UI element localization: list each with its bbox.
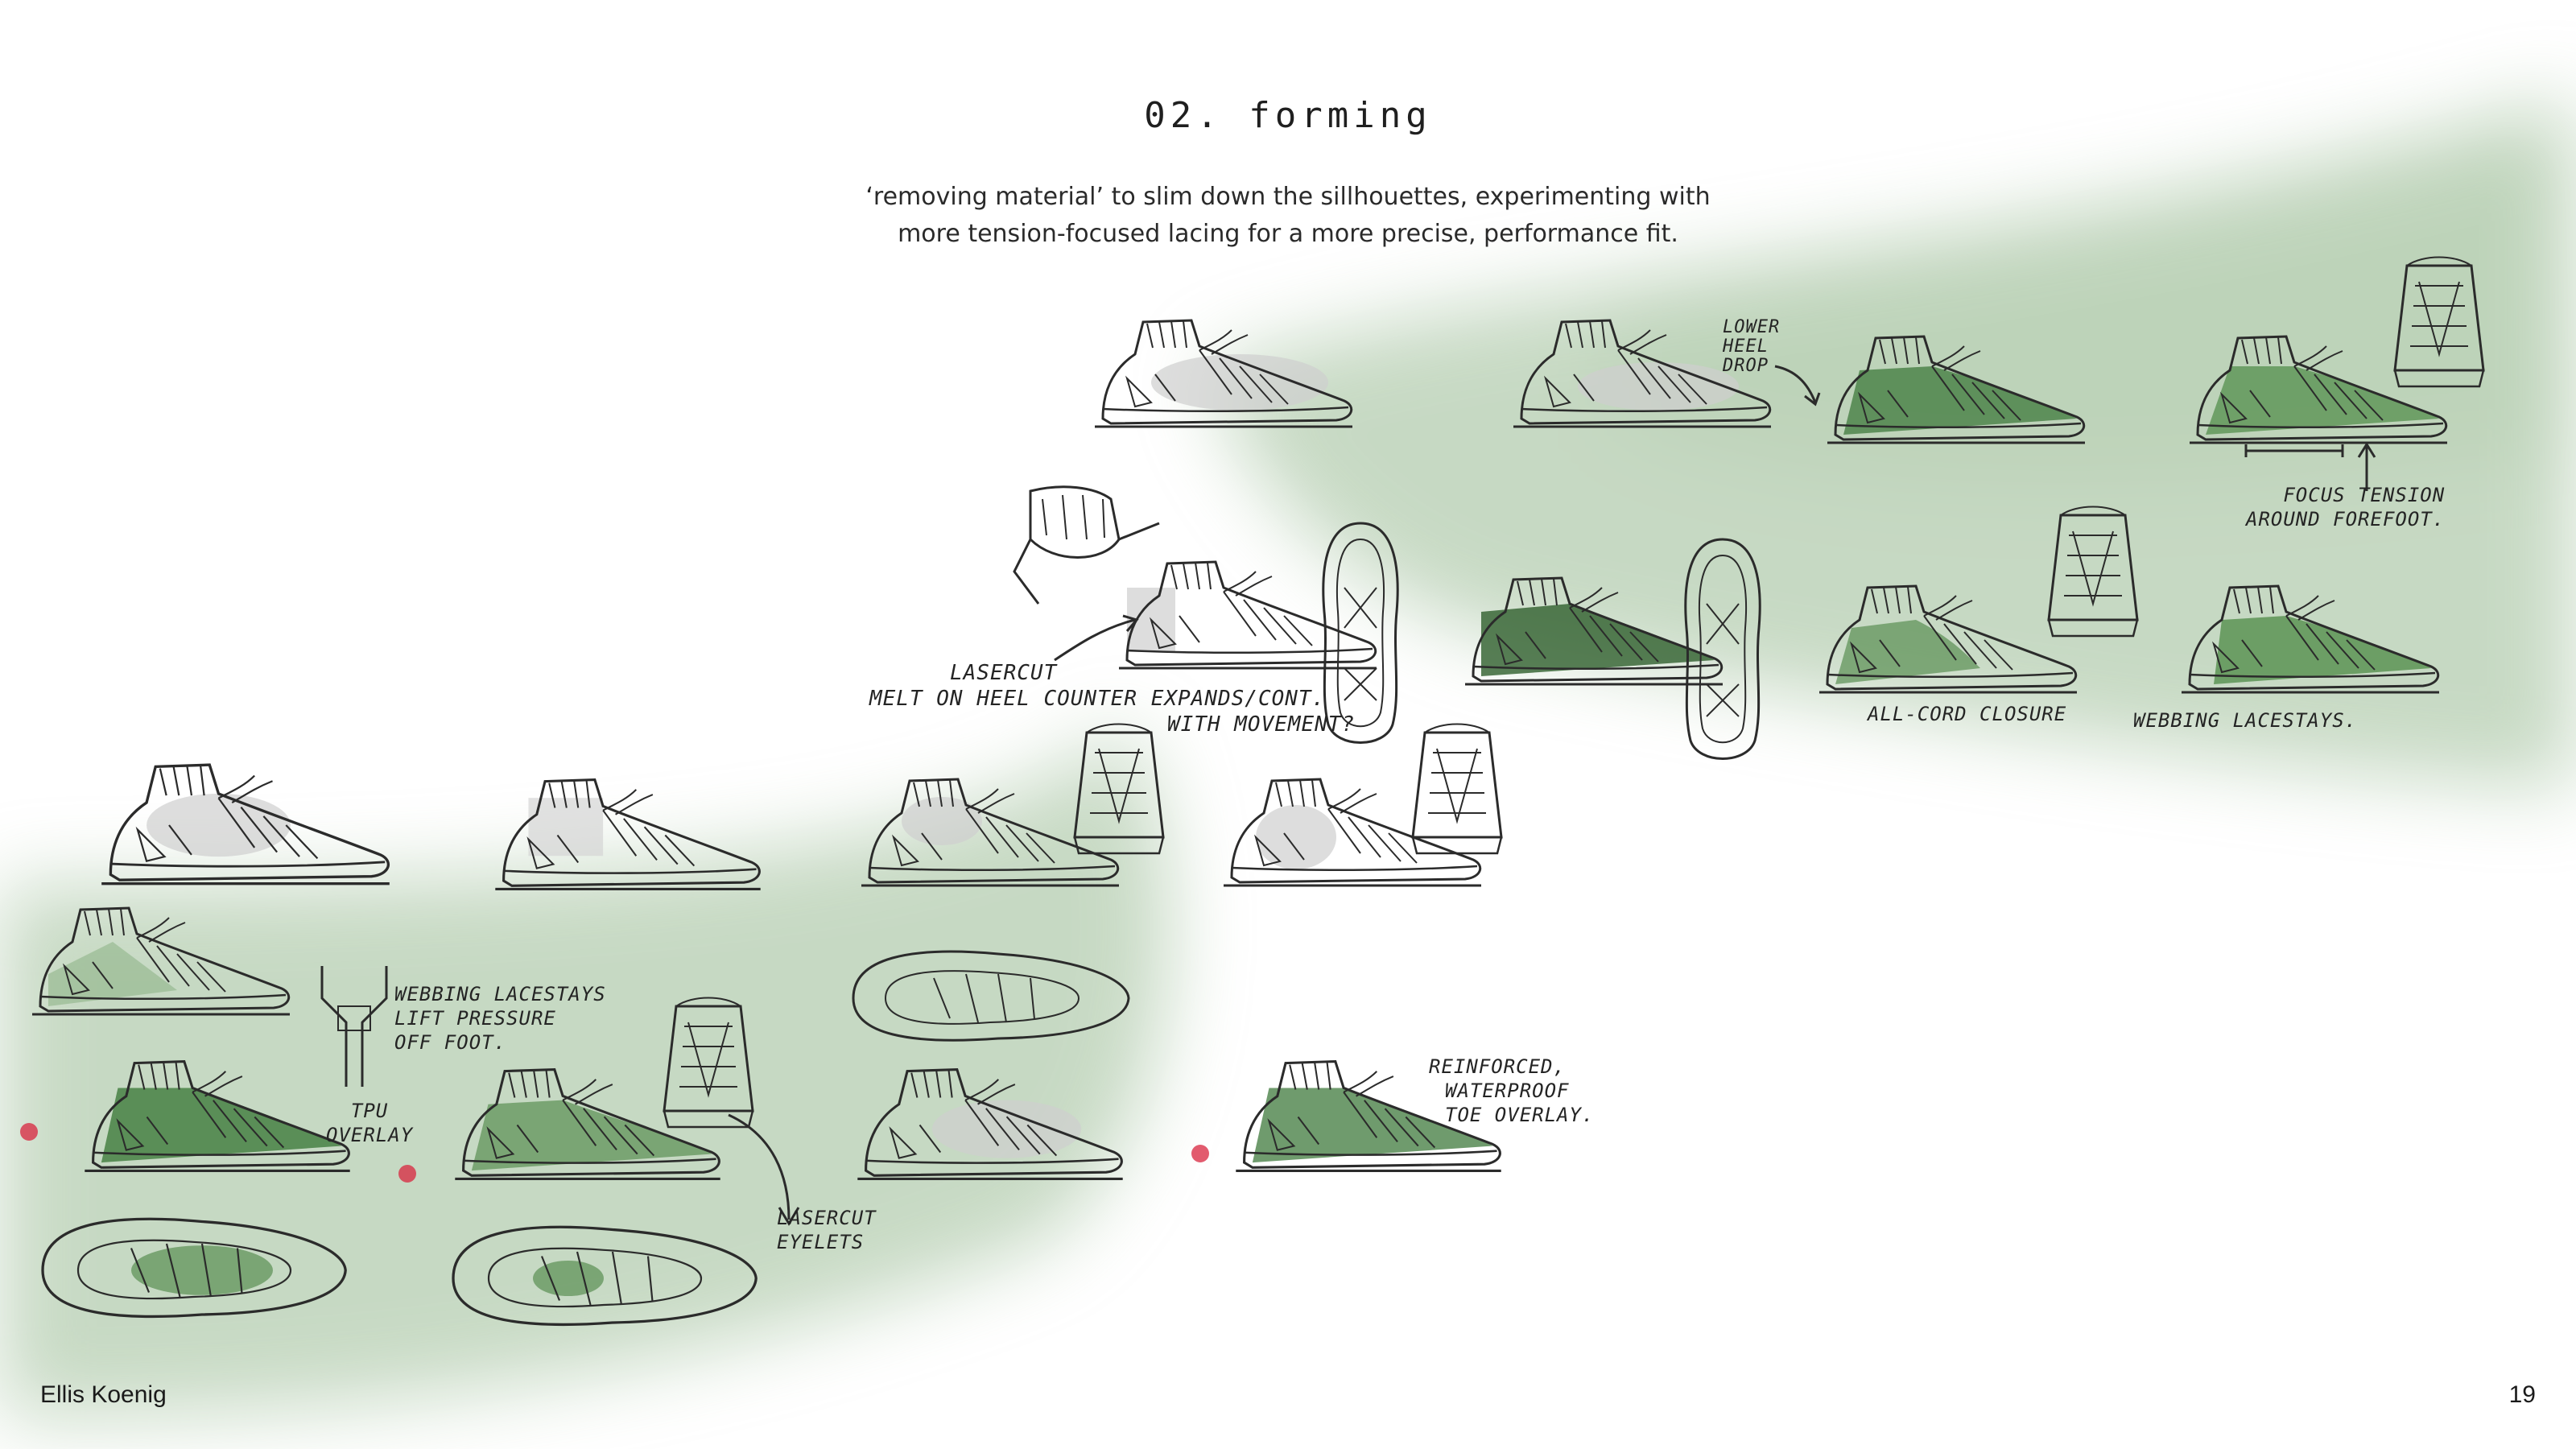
eyelets-arrow — [728, 1113, 800, 1226]
shoe-sketch-center-2 — [1208, 765, 1497, 902]
annotation-line: LASERCUT — [777, 1207, 877, 1229]
shoe-sketch-left-2 — [475, 765, 781, 906]
webbing-detail-sketch — [314, 958, 402, 1095]
tension-arrow — [2244, 442, 2376, 491]
annotation-lasercut-heel: LASERCUT MELT ON HEEL COUNTER EXPANDS/CO… — [869, 660, 1355, 737]
shoe-sketch-top-2 — [1497, 306, 1787, 443]
subtitle-line-2: more tension-focused lacing for a more p… — [898, 220, 1678, 248]
shoe-sketch-mid-3 — [2165, 572, 2455, 708]
annotation-line: WITH MOVEMENT? — [1167, 712, 1356, 737]
annotation-line: AROUND FOREFOOT. — [2246, 508, 2446, 530]
annotation-webbing-lacestays-left: WEBBING LACESTAYS LIFT PRESSURE OFF FOOT… — [394, 982, 606, 1055]
shoe-sketch-mid-green — [1449, 564, 1739, 700]
annotation-lower-heel-drop: LOWER HEEL DROP — [1723, 318, 1780, 376]
shoe-sketch-left-3 — [16, 894, 306, 1030]
annotation-line: LASERCUT — [950, 661, 1058, 685]
annotation-line: REINFORCED, — [1429, 1055, 1566, 1078]
annotation-line: WEBBING LACESTAYS — [394, 983, 606, 1005]
red-accent-dot-3 — [1191, 1145, 1209, 1162]
annotation-line: LIFT PRESSURE — [394, 1007, 556, 1030]
subtitle-line-1: ‘removing material’ to slim down the sil… — [865, 183, 1711, 211]
shoe-sketch-center-green — [1216, 1046, 1521, 1187]
annotation-line: HEEL — [1723, 336, 1769, 357]
annotation-line: FOCUS TENSION — [2283, 484, 2446, 506]
footer-author: Ellis Koenig — [40, 1381, 167, 1408]
shoe-back-sketch-mid — [2037, 499, 2149, 644]
shoe-sketch-top-4-green — [2174, 322, 2463, 459]
lower-heel-arrow — [1774, 365, 1821, 407]
shoe-sketch-left-green-1 — [64, 1046, 370, 1187]
annotation-line: OVERLAY — [326, 1124, 414, 1146]
annotation-reinforced-toe: REINFORCED, WATERPROOF TOE OVERLAY. — [1429, 1055, 1594, 1127]
annotation-line: DROP — [1723, 356, 1769, 376]
annotation-line: WATERPROOF — [1445, 1080, 1570, 1102]
shoe-top-view-left-2 — [435, 1208, 773, 1340]
annotation-focus-tension: FOCUS TENSION AROUND FOREFOOT. — [2246, 483, 2445, 531]
shoe-sole-sketch-mid-2 — [1674, 531, 1771, 773]
red-accent-dot-2 — [398, 1165, 416, 1183]
lasercut-arrow — [1054, 614, 1139, 662]
page-title: 02. forming — [1144, 95, 1432, 136]
annotation-lasercut-eyelets: LASERCUT EYELETS — [777, 1206, 877, 1254]
annotation-line: OFF FOOT. — [394, 1031, 507, 1054]
annotation-line: LOWER — [1723, 317, 1781, 337]
shoe-sketch-top-1 — [1079, 306, 1368, 443]
shoe-heel-counter-sketch — [998, 475, 1175, 620]
shoe-sketch-top-3-green — [1811, 322, 2101, 459]
shoe-back-sketch-top — [2383, 250, 2496, 394]
shoe-sketch-mid-2 — [1803, 572, 2093, 708]
shoe-sketch-left-green-2 — [435, 1055, 741, 1195]
page-subtitle: ‘removing material’ to slim down the sil… — [805, 179, 1771, 253]
shoe-top-view-left-1 — [24, 1199, 362, 1332]
annotation-all-cord-closure: ALL-CORD CLOSURE — [1868, 703, 2067, 725]
annotation-line: MELT ON HEEL COUNTER EXPANDS/CONT. — [869, 687, 1326, 711]
annotation-line: TPU — [350, 1100, 389, 1122]
shoe-top-view-center — [837, 934, 1143, 1055]
annotation-line: EYELETS — [777, 1231, 865, 1253]
shoe-sketch-center-1 — [845, 765, 1135, 902]
annotation-webbing-lacestays-top: WEBBING LACESTAYS. — [2133, 709, 2358, 732]
shoe-sketch-center-3 — [837, 1055, 1143, 1195]
annotation-line: TOE OVERLAY. — [1445, 1104, 1595, 1126]
footer-page-number: 19 — [2508, 1381, 2536, 1408]
annotation-tpu-overlay: TPU OVERLAY — [326, 1099, 413, 1147]
red-accent-dot-1 — [20, 1123, 38, 1141]
shoe-sketch-left-1 — [80, 749, 411, 902]
